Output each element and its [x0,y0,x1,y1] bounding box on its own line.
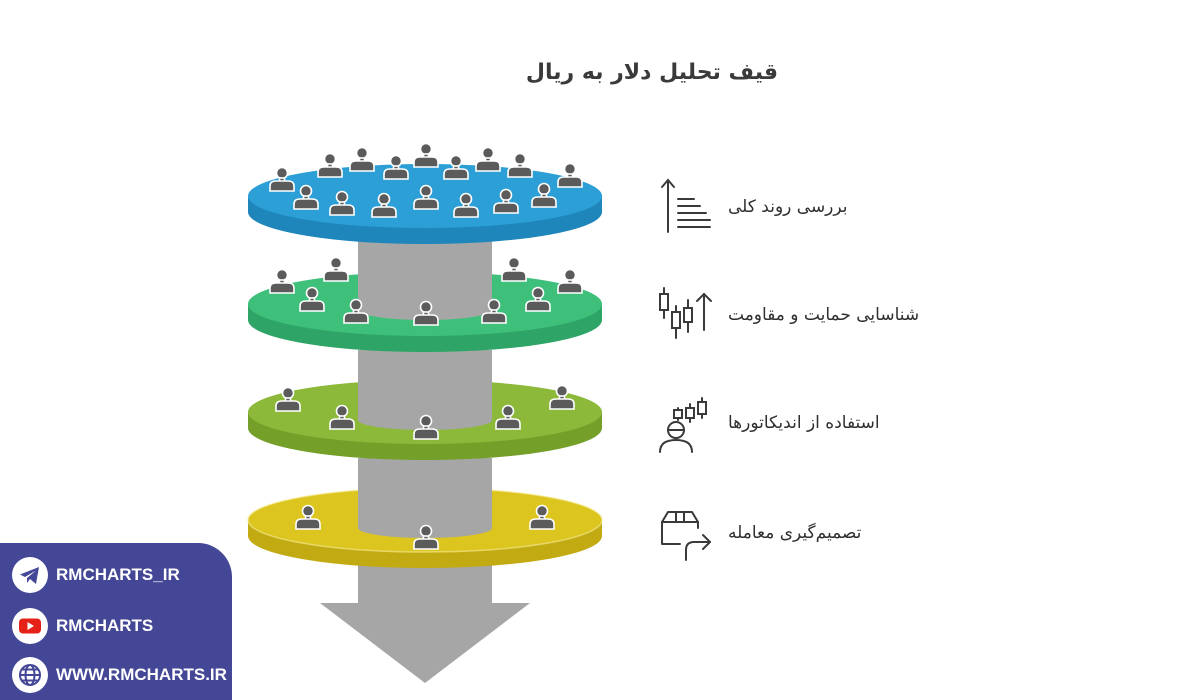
youtube-icon[interactable] [12,608,48,644]
person-icon [317,152,343,178]
stage-row-2: شناسایی حمایت و مقاومت [650,280,950,350]
person-icon [501,256,527,282]
person-icon [323,256,349,282]
person-icon [557,268,583,294]
telegram-label[interactable]: RMCHARTS_IR [56,565,180,584]
stage-row-4: تصمیم‌گیری معامله [650,498,950,568]
social-item-youtube[interactable]: RMCHARTS [12,608,227,644]
globe-icon[interactable] [12,657,48,693]
box-arrow-icon [661,511,711,561]
social-panel: RMCHARTS_IR RMCHARTS WWW.RMCHARTS.IR [0,543,232,700]
stage-label-3: استفاده از اندیکاتورها [728,413,880,433]
person-icon [475,146,501,172]
trend-up-list-icon [661,178,711,233]
stage-label-2: شناسایی حمایت و مقاومت [728,305,920,325]
stage-label-4: تصمیم‌گیری معامله [728,523,862,543]
stage-row-1: بررسی روند کلی [650,172,950,242]
person-icon [269,268,295,294]
analyst-candles-icon [659,397,707,453]
stage-label-1: بررسی روند کلی [728,197,848,217]
telegram-icon[interactable] [12,557,48,593]
person-icon [413,142,439,168]
person-icon [507,152,533,178]
candlestick-arrow-icon [659,287,712,339]
social-item-telegram[interactable]: RMCHARTS_IR [12,557,227,593]
social-item-website[interactable]: WWW.RMCHARTS.IR [12,657,227,693]
stage-row-3: استفاده از اندیکاتورها [650,388,950,458]
funnel-cylinder-1 [358,240,492,320]
person-icon [349,146,375,172]
person-icon [557,162,583,188]
youtube-label[interactable]: RMCHARTS [56,616,154,635]
funnel-arrow [320,560,530,683]
page-title: قیف تحلیل دلار به ریال [525,60,779,85]
website-label[interactable]: WWW.RMCHARTS.IR [56,665,227,684]
funnel-level-4 [247,487,603,568]
